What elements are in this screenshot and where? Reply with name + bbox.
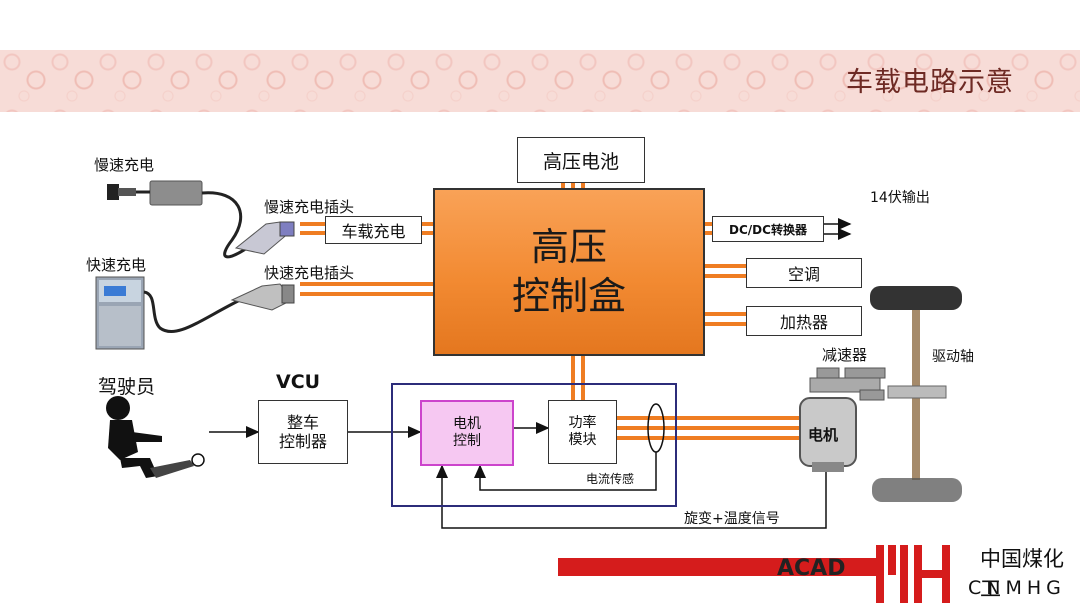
fast-charge-wires	[300, 282, 435, 296]
hv-box-line2: 控制盒	[511, 274, 626, 318]
current-sense-feedback-arrow	[474, 452, 657, 491]
output-14v-label: 14伏输出	[870, 190, 930, 206]
current-sense-label: 电流传感	[586, 472, 635, 486]
charger-wires	[300, 222, 435, 235]
motor-body	[799, 397, 857, 472]
resolver-temp-label: 旋变+温度信号	[684, 511, 780, 527]
reducer-gear	[809, 367, 886, 401]
slow-charge-plug	[234, 221, 295, 255]
logo-chinese-text: 中国煤化工	[980, 547, 1064, 601]
slow-charge-label: 慢速充电	[94, 156, 155, 174]
heater-box: 加热器	[746, 306, 862, 336]
driver-label: 驾驶员	[98, 376, 156, 398]
slide-title: 车载电路示意	[846, 67, 1014, 98]
motor-wires	[615, 416, 800, 440]
vehicle-controller-box: 整车 控制器	[258, 400, 348, 464]
brand-red-bar	[558, 558, 876, 576]
hv-to-power-wires	[571, 354, 585, 400]
onboard-charger-box: 车载充电	[325, 216, 422, 244]
drive-axle-label: 驱动轴	[932, 349, 974, 365]
logo-english-text: CNMHG	[968, 577, 1066, 599]
motor-controller-frame	[391, 383, 677, 507]
driver-figure	[106, 396, 205, 478]
vcu-label: VCU	[276, 371, 321, 393]
motor-ctrl-line2: 控制	[453, 433, 481, 449]
hv-box-line1: 高压	[530, 224, 607, 269]
power-line1: 功率	[568, 415, 597, 432]
battery-box: 高压电池	[517, 137, 645, 183]
fast-charger-station	[95, 276, 241, 350]
slow-charger-device	[107, 180, 251, 259]
power-line2: 模块	[568, 432, 597, 448]
title-banner	[0, 50, 1080, 112]
fast-charge-plug	[230, 283, 295, 311]
reducer-label: 减速器	[822, 346, 868, 364]
drive-axle	[870, 286, 962, 502]
dcdc-box: DC/DC转换器	[712, 216, 824, 242]
vehicle-ctrl-line2: 控制器	[278, 432, 327, 451]
aircon-box: 空调	[746, 258, 862, 288]
slow-plug-label: 慢速充电插头	[264, 198, 355, 216]
resolver-feedback-arrow	[436, 464, 827, 529]
fast-charge-label: 快速充电	[86, 256, 147, 274]
cnmhg-logo-mark	[876, 545, 950, 603]
power-module-box: 功率 模块	[548, 400, 617, 464]
hv-control-box: 高压 控制盒	[433, 188, 705, 356]
motor-control-box: 电机 控制	[420, 400, 514, 466]
fast-plug-label: 快速充电插头	[264, 264, 355, 282]
vehicle-ctrl-line1: 整车	[286, 412, 319, 432]
acad-text: ACAD	[777, 556, 846, 581]
motor-ctrl-line1: 电机	[453, 416, 481, 433]
motor-label: 电机	[808, 426, 839, 444]
